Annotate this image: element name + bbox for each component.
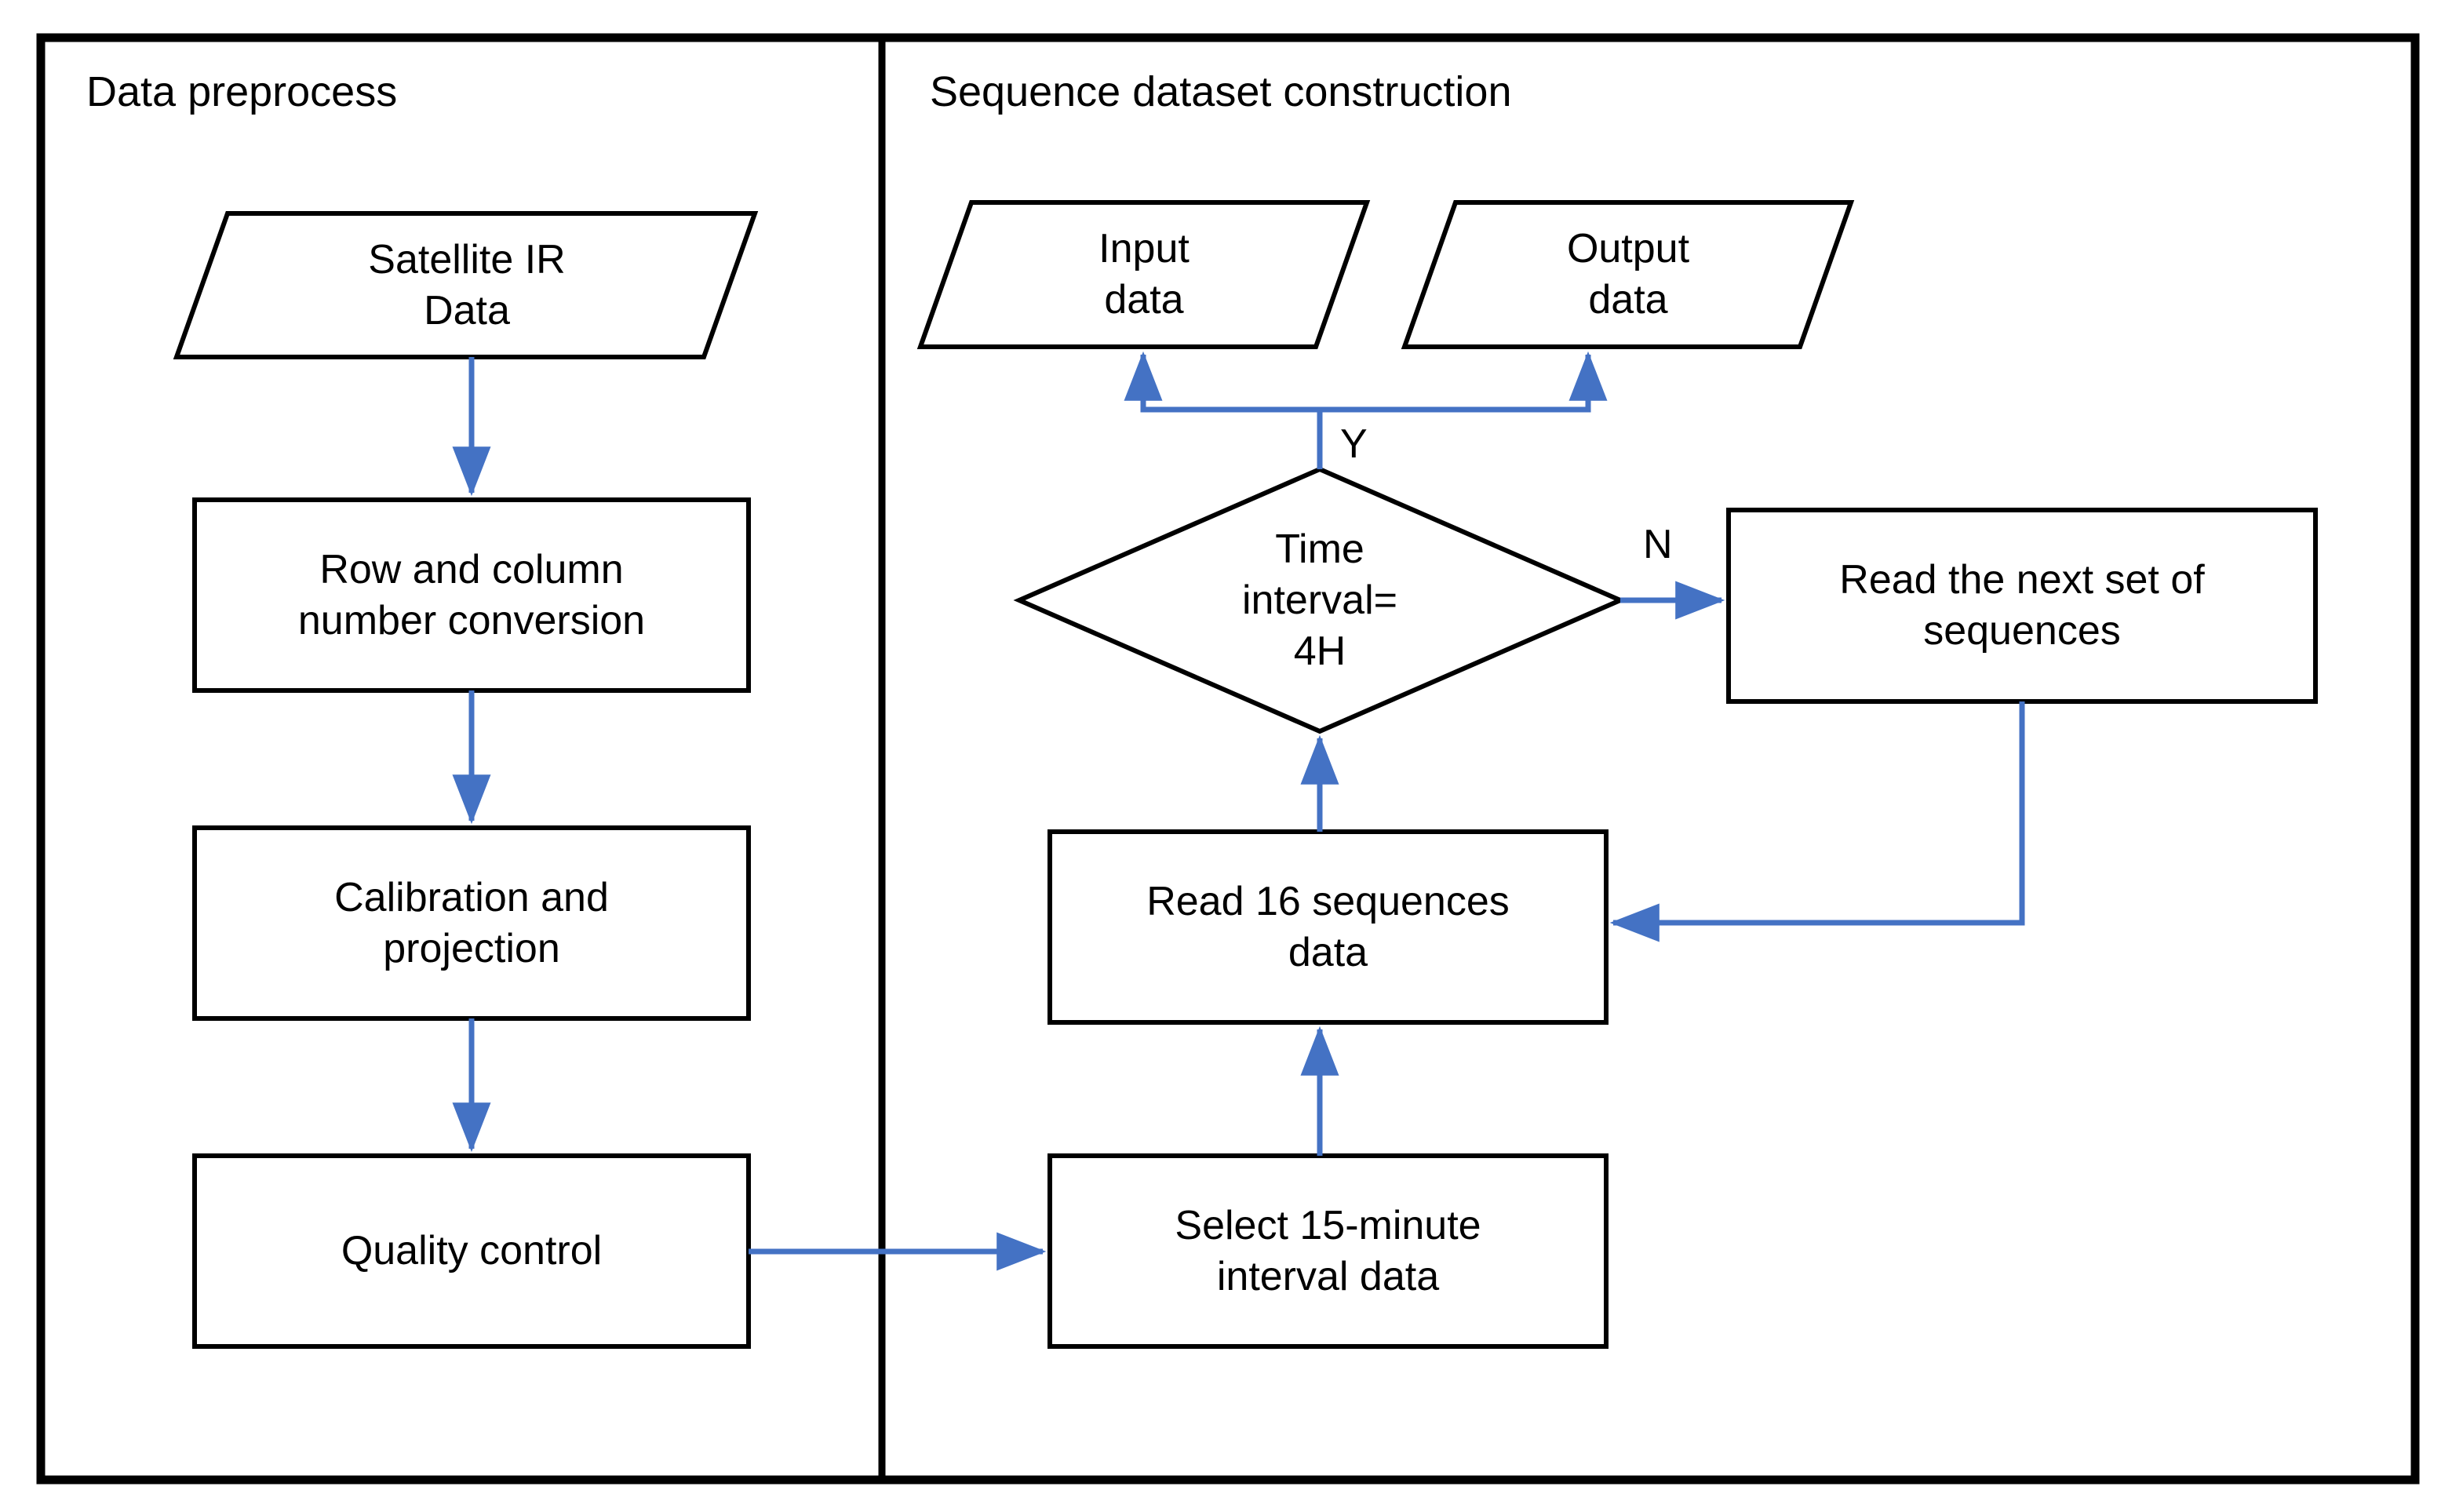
edge-readnext-to-read16 [1609,701,2025,942]
node-select-15-minute-interval-data[interactable] [1047,1153,1609,1349]
node-output-data[interactable] [1401,200,1855,349]
node-read-16-sequences-data[interactable] [1047,829,1609,1025]
panel-title-sequence-dataset-construction: Sequence dataset construction [930,68,1512,115]
edge-decision-to-outputdata [1320,351,1608,413]
hit-output-data[interactable] [1405,202,1851,347]
hit-select-15-minute-interval-data[interactable] [1050,1156,1606,1346]
hit-input-data[interactable] [920,202,1367,347]
edge-label-yes: Y [1340,421,1368,467]
hit-satellite-ir-data[interactable] [177,213,755,357]
node-input-data[interactable] [916,200,1371,349]
hit-row-and-column-number-conversion[interactable] [195,500,749,690]
hit-calibration-and-projection[interactable] [195,828,749,1018]
node-read-the-next-set-of-sequences[interactable] [1726,508,2318,704]
node-time-interval-decision[interactable] [1013,466,1627,734]
hit-read-16-sequences-data[interactable] [1050,832,1606,1022]
panel-title-data-preprocess: Data preprocess [86,68,398,115]
hit-time-interval-decision[interactable] [1019,469,1620,731]
node-row-and-column-number-conversion[interactable] [192,497,751,693]
hit-quality-control[interactable] [195,1156,749,1346]
edge-decision-to-inputdata [1124,351,1323,469]
edge-label-no: N [1643,522,1673,567]
hit-read-the-next-set-of-sequences[interactable] [1729,510,2315,701]
node-satellite-ir-data[interactable] [173,211,759,359]
